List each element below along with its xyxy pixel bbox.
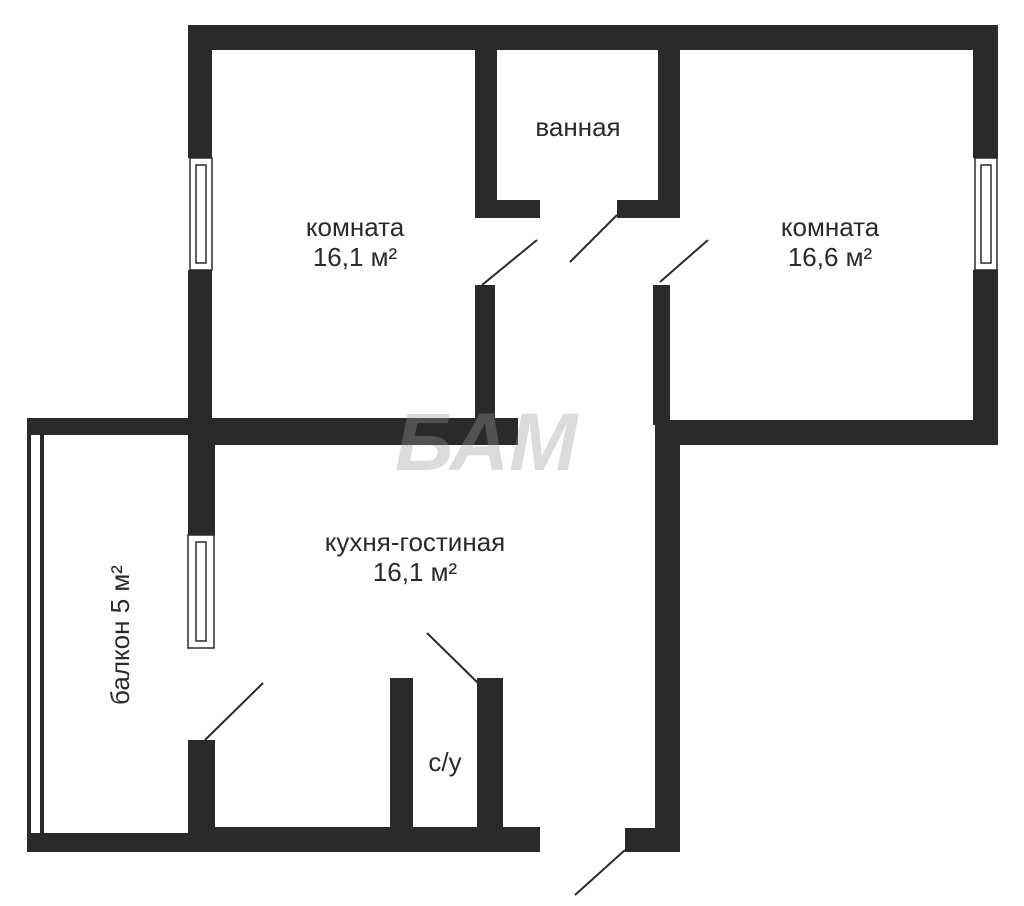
room-label-bedroom-1: комната 16,1 м² xyxy=(255,212,455,272)
walls xyxy=(27,25,998,852)
room-label-bathroom: ванная xyxy=(498,112,658,142)
room-name: кухня-гостиная xyxy=(324,527,506,557)
room-label-kitchen-living: кухня-гостиная 16,1 м² xyxy=(265,527,565,587)
windows xyxy=(187,157,998,649)
room-name: комната xyxy=(305,212,405,242)
room-name: ванная xyxy=(535,112,621,142)
room-label-balcony: балкон 5 м² xyxy=(105,535,135,735)
room-name: комната xyxy=(780,212,880,242)
room-label-bedroom-2: комната 16,6 м² xyxy=(730,212,930,272)
room-name: балкон 5 м² xyxy=(105,565,135,705)
room-label-wc: с/у xyxy=(413,747,477,777)
room-name: с/у xyxy=(428,747,462,777)
room-area: 16,1 м² xyxy=(372,557,458,587)
room-area: 16,1 м² xyxy=(312,242,398,272)
doors xyxy=(204,214,709,896)
room-area: 16,6 м² xyxy=(787,242,873,272)
watermark-logo: БАМ xyxy=(395,397,579,488)
